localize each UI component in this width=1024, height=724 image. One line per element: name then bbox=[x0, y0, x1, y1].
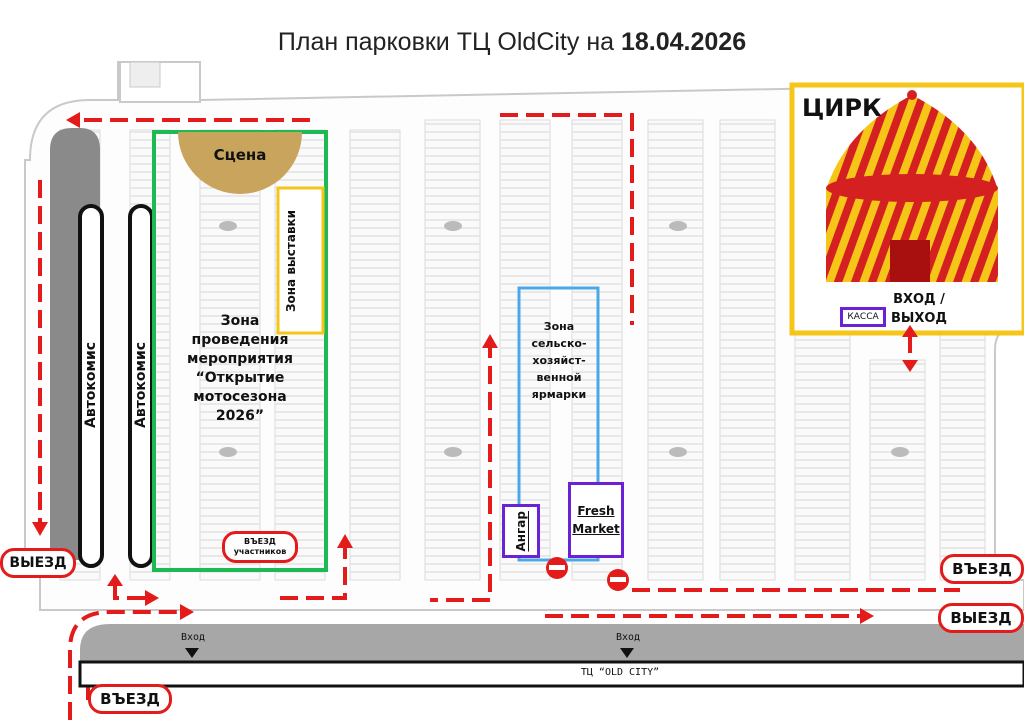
exhibition-outline bbox=[276, 186, 325, 335]
door-label-2: Вход bbox=[615, 632, 641, 643]
exit-right-label: ВЫЕЗД bbox=[950, 609, 1012, 627]
fair-zone-label: Зона сельско-хозяйст-венной ярмарки bbox=[531, 320, 587, 401]
participants-entry-label: ВЪЕЗД участников bbox=[233, 537, 287, 556]
autocomis-label-2: Автокомис bbox=[133, 341, 149, 429]
route-arrows bbox=[32, 112, 918, 624]
door-arrow-icon bbox=[185, 648, 199, 658]
title-date: 18.04.2026 bbox=[620, 28, 747, 56]
building-name: ТЦ “OLD CITY” bbox=[580, 667, 660, 678]
building-facade bbox=[78, 660, 1024, 688]
exit-sign-left: ВЫЕЗД bbox=[0, 548, 76, 578]
hangar-label: Ангар bbox=[514, 510, 528, 552]
circus-entrance-label: ВХОД / ВЫХОД bbox=[890, 292, 948, 326]
stage-label: Сцена bbox=[213, 146, 267, 164]
exit-left-label: ВЫЕЗД bbox=[9, 555, 67, 571]
circus-label: ЦИРК bbox=[802, 94, 882, 122]
exhibition-label: Зона выставки bbox=[284, 209, 298, 313]
ticket-office-label: КАССА bbox=[847, 312, 879, 322]
entry-bottom-label: ВЪЕЗД bbox=[100, 690, 160, 708]
page-title: План парковки ТЦ OldCity на 18.04.2026 bbox=[0, 28, 1024, 57]
autocomis-label-1: Автокомис bbox=[83, 341, 99, 429]
entry-sign-bottom: ВЪЕЗД bbox=[88, 684, 172, 714]
no-entry-icon bbox=[607, 569, 629, 591]
fresh-market-label: Fresh Market bbox=[572, 504, 620, 536]
no-entry-icon bbox=[546, 557, 568, 579]
hangar: Ангар bbox=[502, 504, 540, 558]
ticket-office: КАССА bbox=[840, 307, 886, 327]
door-label-1: Вход bbox=[180, 632, 206, 643]
autocomis-box-1 bbox=[78, 204, 104, 568]
event-zone-label: Зона проведения мероприятия “Открытие мо… bbox=[187, 313, 293, 424]
stage-shape bbox=[178, 132, 302, 194]
participants-entry-sign: ВЪЕЗД участников bbox=[222, 531, 298, 563]
circus-tent-icon bbox=[826, 90, 998, 282]
exit-sign-right: ВЫЕЗД bbox=[938, 603, 1024, 633]
fresh-market: Fresh Market bbox=[568, 482, 624, 558]
entry-sign-right: ВЪЕЗД bbox=[940, 554, 1024, 584]
traffic-routes bbox=[38, 113, 960, 720]
charger-markers bbox=[219, 221, 909, 457]
entry-right-label: ВЪЕЗД bbox=[952, 560, 1012, 578]
title-text: План парковки ТЦ OldCity на bbox=[277, 28, 621, 56]
door-arrow-icon bbox=[620, 648, 634, 658]
lot-booth bbox=[129, 61, 161, 88]
